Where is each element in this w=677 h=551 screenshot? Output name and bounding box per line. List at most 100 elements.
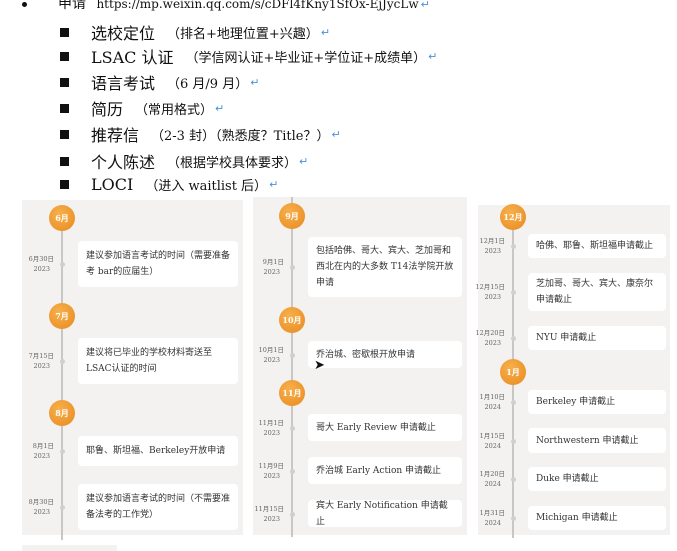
- event-card: Michigan 申请截止: [528, 506, 666, 530]
- event-year: 2024: [484, 441, 501, 450]
- list-item: LOCI（进入 waitlist 后）↵: [60, 175, 278, 194]
- month-marker: 8月: [49, 400, 75, 426]
- mouse-cursor-icon: ➤: [314, 358, 325, 373]
- month-marker: 6月: [49, 205, 75, 231]
- event-text: 芝加哥、哥大、宾大、康奈尔申请截止: [536, 279, 654, 305]
- square-bullet-icon: [60, 51, 69, 61]
- event-text: 乔治城、密歇根开放申请: [316, 349, 416, 360]
- apply-url[interactable]: https://mp.weixin.qq.com/s/cDFl4fKny1SfO…: [96, 0, 419, 11]
- item-note: （学信网认证+毕业证+学位证+成绩单）: [185, 50, 427, 66]
- square-bullet-icon: [60, 180, 69, 189]
- event-day: 12月1日: [479, 237, 505, 245]
- event-day: 1月15日: [479, 431, 505, 440]
- event-text: Michigan 申请截止: [536, 513, 618, 523]
- event-year: 2023: [484, 293, 501, 301]
- event-day: 6月30日: [28, 255, 54, 263]
- event-day: 8月1日: [32, 442, 54, 450]
- event-card: 乔治城、密歇根开放申请: [308, 341, 462, 368]
- item-note: （进入 waitlist 后）: [145, 179, 268, 194]
- square-bullet-icon: [60, 103, 69, 113]
- event-text: 乔治城 Early Action 申请截止: [316, 465, 442, 476]
- event-year: 2024: [484, 403, 501, 411]
- event-day: 1月10日: [479, 393, 505, 401]
- return-mark: ↵: [215, 101, 225, 115]
- event-card: 包括哈佛、哥大、宾大、芝加哥和西北在内的大多数 T14法学院开放申请: [308, 237, 462, 297]
- month-marker: 1月: [500, 359, 526, 385]
- event-card: 哥大 Early Review 申请截止: [308, 414, 462, 441]
- event-year: 2023: [263, 428, 280, 437]
- event-text: NYU 申请截止: [536, 333, 597, 343]
- event-year: 2023: [484, 339, 501, 347]
- event-text: 包括哈佛、哥大、宾大、芝加哥和西北在内的大多数 T14法学院开放申请: [316, 246, 454, 288]
- bullet-dot: [22, 2, 27, 7]
- return-mark: ↵: [320, 25, 331, 39]
- event-card: 哈佛、耶鲁、斯坦福申请截止: [528, 234, 666, 258]
- event-card: Duke 申请截止: [528, 467, 666, 491]
- event-card: 建议将已毕业的学校材料寄送至LSAC认证的时间: [78, 338, 238, 384]
- timeline-dot: [510, 336, 516, 341]
- month-marker: 10月: [279, 307, 305, 333]
- list-item: 语言考试（6 月/9 月）↵: [60, 70, 259, 94]
- list-item: 选校定位（排名+地理位置+兴趣）↵: [60, 20, 330, 44]
- event-year: 2023: [263, 471, 280, 480]
- event-day: 11月9日: [258, 461, 284, 470]
- square-bullet-icon: [60, 27, 69, 37]
- timeline-dot: [59, 449, 65, 454]
- event-year: 2023: [263, 355, 280, 364]
- event-text: 建议参加语言考试的时间（需要准备考 bar的应届生）: [86, 251, 231, 277]
- event-day: 12月15日: [475, 283, 505, 291]
- next-panel-edge: [22, 545, 117, 551]
- event-card: 宾大 Early Notification 申请截止: [308, 500, 462, 527]
- item-title: 推荐信: [91, 126, 140, 145]
- event-card: 建议参加语言考试的时间（不需要准备法考的工作党）: [78, 484, 238, 530]
- timeline-line-1: [61, 205, 63, 540]
- event-text: 耶鲁、斯坦福、Berkeley开放申请: [86, 446, 226, 456]
- timeline-dot: [510, 438, 516, 444]
- item-note: （根据学校具体要求）: [167, 155, 298, 171]
- timeline-dot: [289, 511, 295, 517]
- timeline-dot: [289, 352, 295, 358]
- event-text: Duke 申请截止: [536, 474, 599, 484]
- item-note: （2-3 封）（熟悉度？Title？）: [151, 128, 330, 144]
- event-date: 7月15日 2023: [14, 351, 54, 371]
- event-date: 1月31日 2024: [465, 508, 505, 528]
- square-bullet-icon: [60, 129, 69, 139]
- event-text: Berkeley 申请截止: [536, 397, 616, 407]
- timeline-dot: [510, 477, 516, 482]
- return-mark: ↵: [269, 178, 279, 191]
- month-marker: 11月: [279, 380, 305, 406]
- event-text: 宾大 Early Notification 申请截止: [316, 500, 448, 527]
- timeline-dot: [59, 262, 65, 267]
- apply-line: 申请 https://mp.weixin.qq.com/s/cDFl4fKny1…: [58, 0, 430, 13]
- return-mark: ↵: [299, 154, 309, 168]
- apply-label: 申请: [58, 0, 86, 12]
- event-card: Berkeley 申请截止: [528, 390, 666, 414]
- event-date: 12月15日 2023: [465, 282, 505, 302]
- event-day: 1月31日: [479, 509, 505, 517]
- event-day: 7月15日: [28, 352, 54, 360]
- item-title: 简历: [91, 100, 124, 119]
- month-marker: 7月: [49, 303, 75, 329]
- item-note: （6 月/9 月）: [167, 76, 249, 92]
- timeline-dot: [510, 516, 516, 521]
- return-mark: ↵: [331, 127, 341, 141]
- timeline-dot: [510, 244, 516, 249]
- event-year: 2024: [484, 519, 501, 527]
- event-text: 哈佛、耶鲁、斯坦福申请截止: [536, 241, 654, 251]
- timeline-line-2: [291, 197, 293, 537]
- event-day: 11月15日: [254, 504, 284, 513]
- event-date: 12月20日 2023: [465, 328, 505, 348]
- event-text: Northwestern 申请截止: [536, 435, 639, 446]
- event-card: 芝加哥、哥大、宾大、康奈尔申请截止: [528, 273, 666, 311]
- event-year: 2023: [33, 362, 50, 370]
- event-year: 2024: [484, 480, 501, 488]
- list-item: LSAC 认证（学信网认证+毕业证+学位证+成绩单）↵: [60, 44, 437, 68]
- event-day: 12月20日: [475, 329, 505, 337]
- event-day: 11月1日: [258, 418, 284, 427]
